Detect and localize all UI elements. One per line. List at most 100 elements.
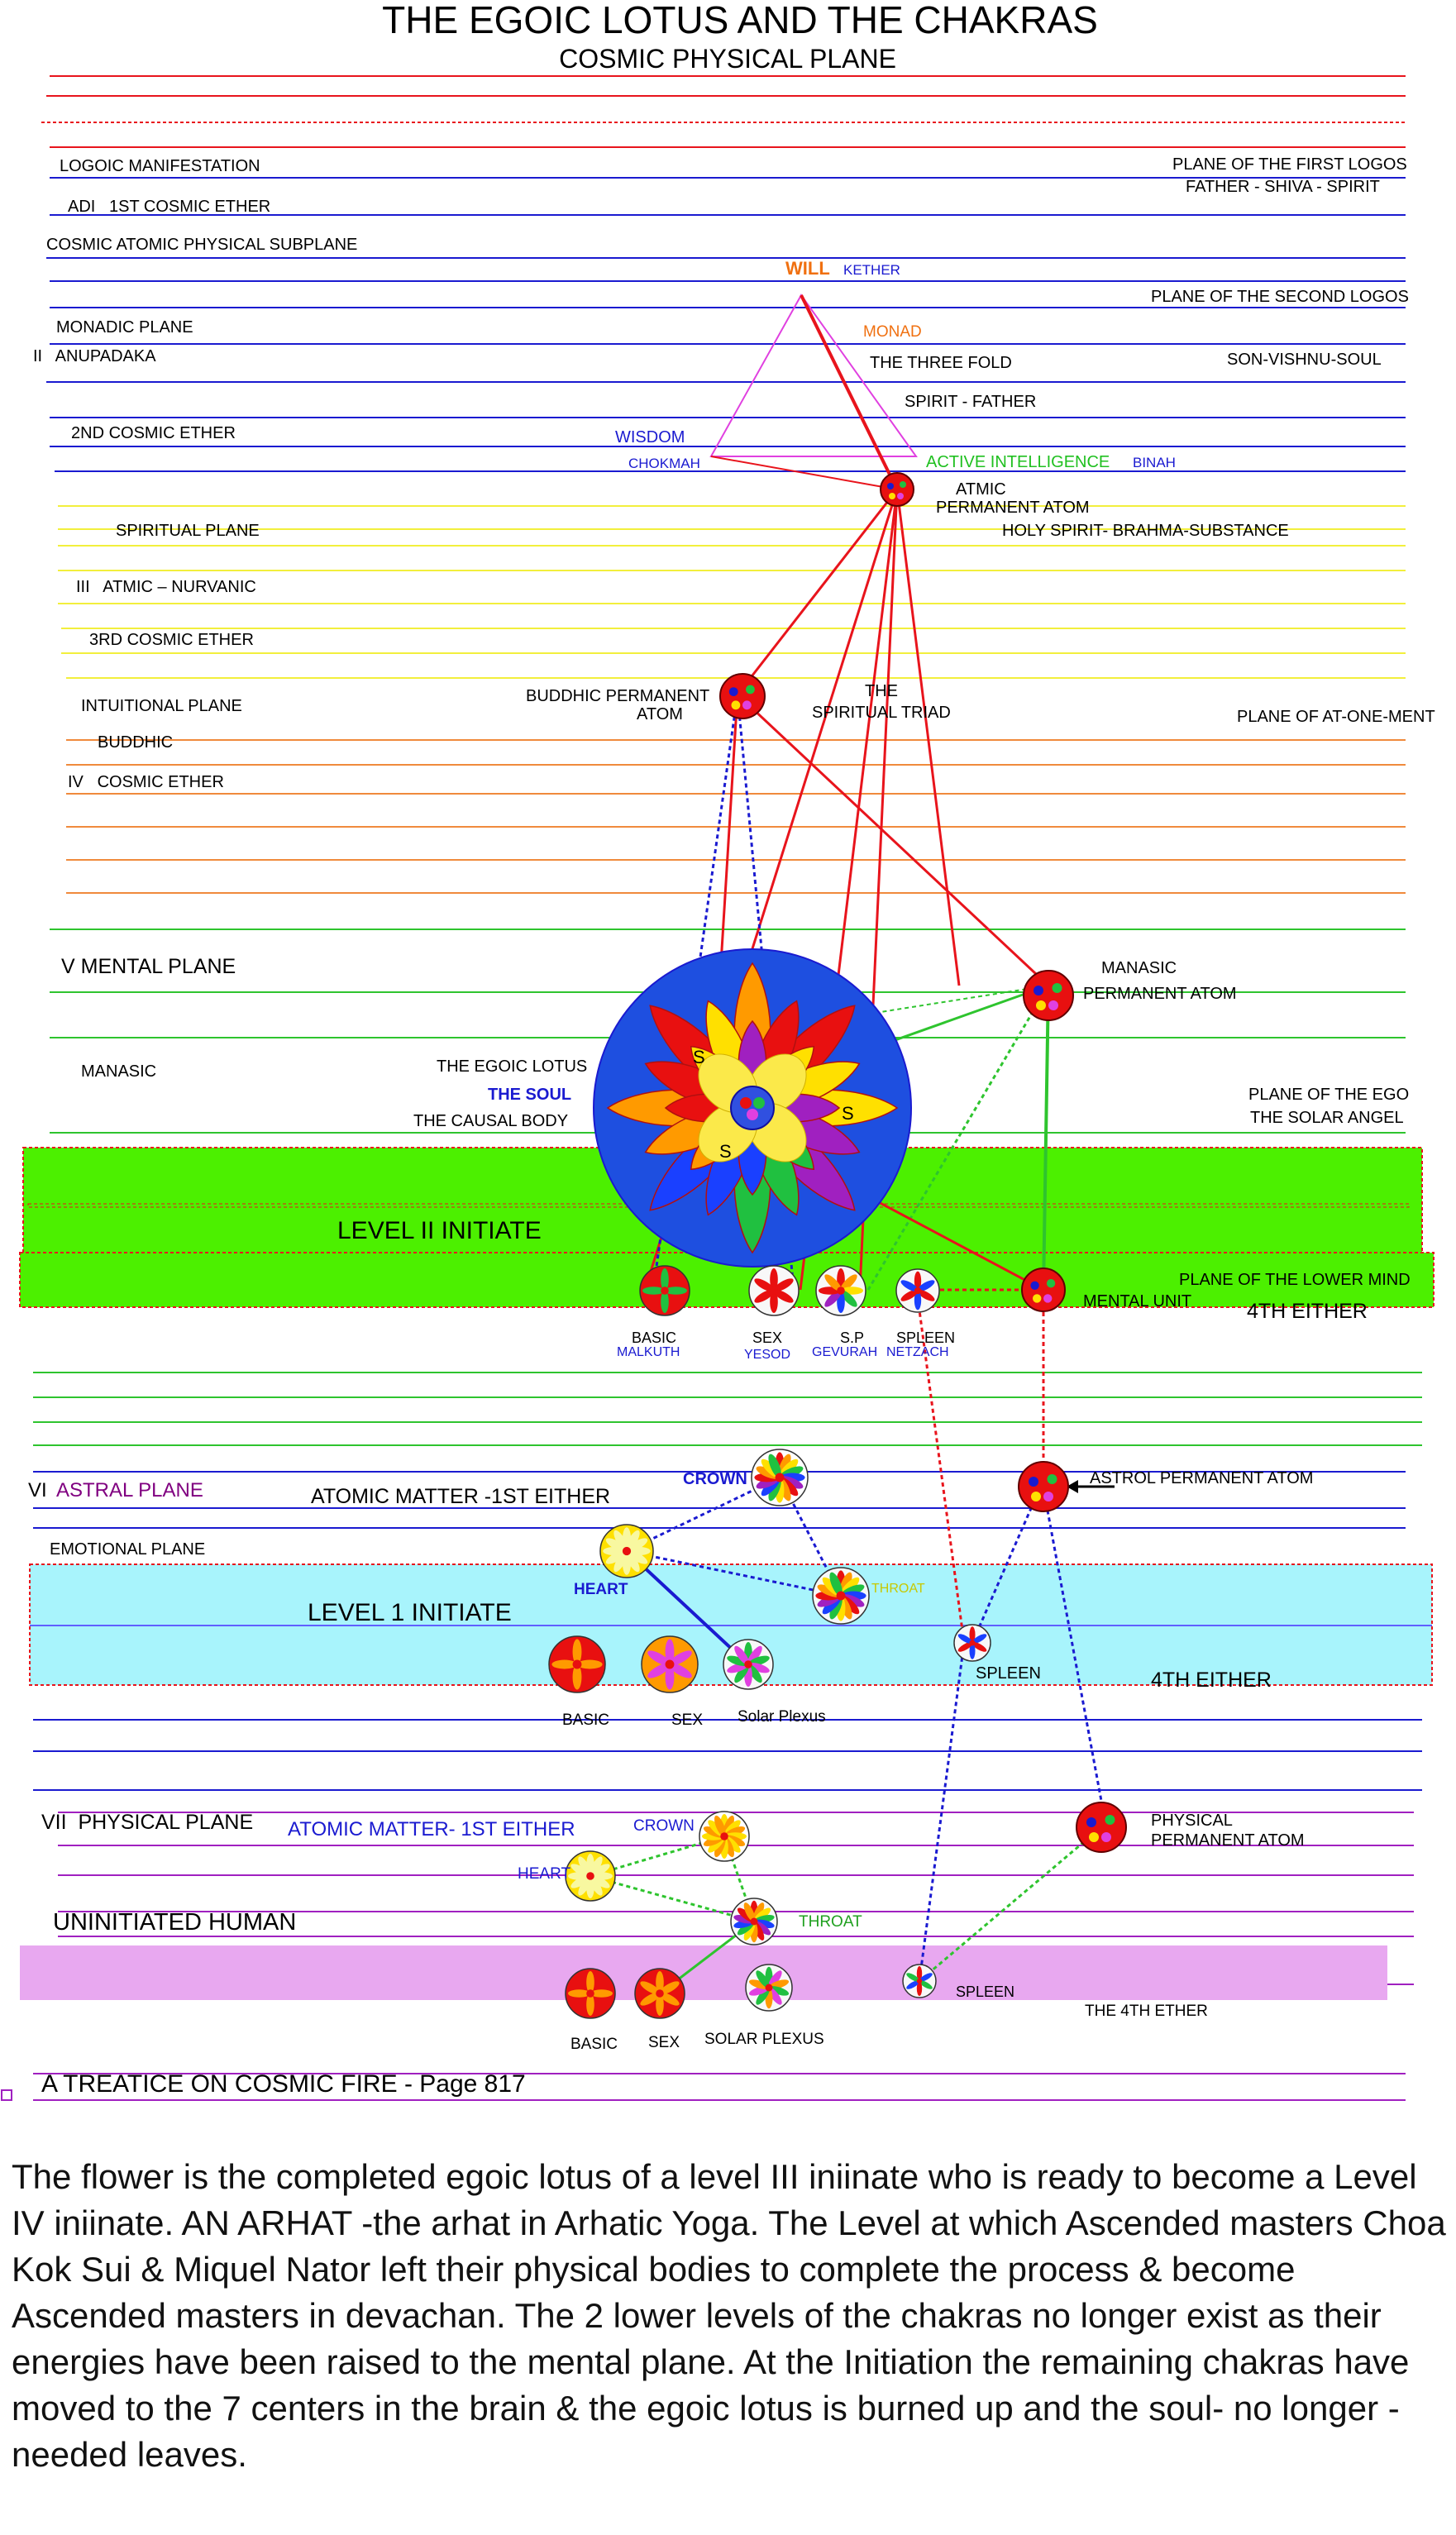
connector-3 <box>895 489 961 986</box>
label-sex: SEX <box>752 1330 782 1346</box>
chakra-spleen-1 <box>953 1624 991 1662</box>
chakra-solar-plexus-0-petal-shape <box>768 1970 782 1988</box>
chakra-throat-1-petal-shape <box>829 1572 843 1597</box>
manasic-permanent-atom-dot <box>1036 1000 1046 1010</box>
chakra-basic-2-petal <box>661 1291 669 1313</box>
s-mark-1: S <box>842 1103 854 1124</box>
chakra-sex-2-core <box>770 1287 778 1295</box>
buddhic-permanent-atom-dot <box>742 700 752 710</box>
chakra-basic-1-petal-shape <box>551 1659 577 1669</box>
chakra-sex-1-petal <box>647 1650 671 1666</box>
label-mental-plane: V MENTAL PLANE <box>61 955 236 978</box>
astrol-arrow-head <box>1067 1480 1078 1493</box>
chakra-sex-2-petal-shape <box>770 1291 778 1313</box>
bands <box>1 1147 1435 2101</box>
atmic-permanent-atom-dot <box>889 493 895 499</box>
label-fourth-cosmic-ether: IV COSMIC ETHER <box>68 773 224 791</box>
atmic-permanent-atom-dot <box>900 481 906 488</box>
chakra-sex-2-petal-shape <box>770 1268 778 1291</box>
chakra-sex-2-petal <box>773 1289 794 1303</box>
label-atmic-nurvanic: III ATMIC – NURVANIC <box>76 578 256 596</box>
chakra-basic-1-petal <box>572 1664 582 1690</box>
chakra-sex-2-petal-shape <box>773 1278 794 1292</box>
atmic-permanent-atom-disc <box>880 472 914 507</box>
label-egoic-lotus: THE EGOIC LOTUS <box>437 1057 587 1076</box>
chakra-solar-plexus-1-petal-shape <box>734 1664 749 1683</box>
chakra-solar-plexus-0-petal <box>756 1970 770 1988</box>
label-emotional-plane: EMOTIONAL PLANE <box>50 1540 205 1559</box>
connector-25 <box>919 1826 1102 1983</box>
mental-unit-dot <box>1043 1294 1053 1303</box>
page-title: THE EGOIC LOTUS AND THE CHAKRAS <box>382 0 1098 41</box>
chakra-spleen-1-petal-shape <box>957 1642 973 1652</box>
label-yesod: YESOD <box>744 1348 790 1362</box>
chakras <box>548 1265 991 2019</box>
manasic-permanent-atom-disc <box>1023 970 1074 1021</box>
caption: The flower is the completed egoic lotus … <box>12 2157 1446 2474</box>
chakra-spleen-0-petal <box>919 1973 933 1982</box>
label-monadic-plane: MONADIC PLANE <box>56 318 193 337</box>
chakra-solar-plexus-1-petal <box>734 1664 749 1683</box>
chakra-sp-2-petal-shape <box>840 1290 857 1307</box>
label-son-vishnu: SON-VISHNU-SOUL <box>1227 351 1382 369</box>
chakra-throat-0-core <box>750 1917 758 1926</box>
chakra-sex-2-petal <box>754 1278 775 1292</box>
chakra-spleen-0-petal-shape <box>919 1980 933 1989</box>
chakra-crown-0-petal <box>714 1815 726 1837</box>
s-mark-0: S <box>693 1047 705 1067</box>
chakra-spleen-1-petal <box>957 1634 973 1644</box>
chakra-basic-0-petal-shape <box>568 1989 590 1998</box>
label-physical-permanent-1: PHYSICAL <box>1151 1812 1233 1830</box>
manasic-permanent-atom <box>1023 970 1074 1021</box>
jewel-dot <box>753 1097 765 1109</box>
chakra-spleen-0-petal-shape <box>916 1981 923 1996</box>
chakra-basic-0-petal-shape <box>586 1993 594 2016</box>
chakra-spleen-2-petal-shape <box>900 1280 919 1292</box>
label-sex-0: SEX <box>648 2034 680 2051</box>
astrol-permanent-atom <box>1018 1461 1069 1512</box>
chakra-basic-2-petal-shape <box>665 1287 687 1295</box>
astrol-permanent-atom-dot <box>1043 1492 1053 1501</box>
chakra-throat-1-petal <box>829 1572 843 1597</box>
label-manasic-permanent-2: PERMANENT ATOM <box>1083 985 1237 1003</box>
chakra-heart-1-petal-shape <box>613 1530 628 1552</box>
chakra-sex-2 <box>748 1265 800 1316</box>
chakra-crown-1-petal-shape <box>768 1454 781 1478</box>
label-first-logos: PLANE OF THE FIRST LOGOS <box>1172 155 1407 174</box>
chakra-basic-0-petal <box>590 1989 613 1998</box>
label-level-ii: LEVEL II INITIATE <box>337 1217 542 1244</box>
label-wisdom: WISDOM <box>615 428 685 446</box>
buddhic-permanent-atom <box>719 673 766 719</box>
label-buddhic-permanent-1: BUDDHIC PERMANENT <box>526 687 709 705</box>
chakra-spleen-0-petal <box>916 1981 923 1996</box>
mental-unit-disc <box>1021 1268 1066 1312</box>
chakra-basic-0 <box>565 1968 616 2019</box>
label-uninitiated: UNINITIATED HUMAN <box>53 1909 296 1936</box>
connector-29 <box>590 1874 755 1923</box>
chakra-basic-0-petal <box>586 1971 594 1993</box>
chakra-sex-2-petal-shape <box>773 1289 794 1303</box>
connector-0 <box>800 294 899 490</box>
chakra-solar-plexus-1 <box>723 1639 774 1690</box>
lotus-jewel <box>730 1086 775 1130</box>
chakra-heart-0 <box>565 1850 616 1902</box>
chakra-solar-plexus-0-petal <box>768 1986 790 1996</box>
astrol-permanent-atom-disc <box>1018 1461 1069 1512</box>
chakra-throat-0-petal <box>743 1902 756 1922</box>
chakra-heart-0-petal <box>578 1856 592 1877</box>
atmic-permanent-atom-dot <box>887 483 894 489</box>
mental-unit <box>1021 1268 1066 1312</box>
label-basic: BASIC <box>632 1330 676 1346</box>
chakra-solar-plexus-1-petal <box>747 1662 770 1673</box>
chakra-sp-2-petal <box>824 1290 842 1307</box>
chakra-spleen-0 <box>902 1964 937 1998</box>
mental-unit-dot <box>1033 1294 1042 1303</box>
connector-20 <box>1042 1487 1103 1802</box>
manasic-permanent-atom-dot <box>1034 986 1043 995</box>
chakra-sex-1-petal <box>669 1650 692 1666</box>
label-basic-0: BASIC <box>570 2036 618 2053</box>
chakra-basic-2-petal-shape <box>661 1291 669 1313</box>
label-level-1: LEVEL 1 INITIATE <box>308 1599 512 1626</box>
chakra-basic-1-petal-shape <box>577 1659 603 1669</box>
connector-1 <box>710 456 898 490</box>
